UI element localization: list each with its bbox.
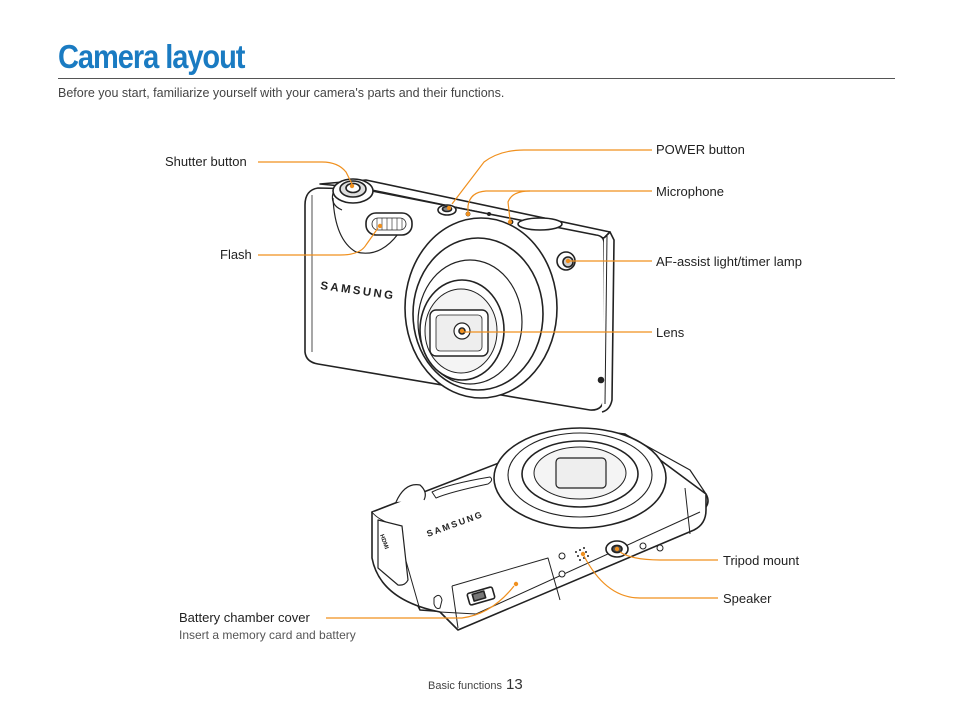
label-battery-note: Insert a memory card and battery — [179, 628, 356, 642]
label-battery-chamber-cover: Battery chamber cover — [179, 610, 310, 625]
label-power-button: POWER button — [656, 142, 745, 157]
flash-illustration — [365, 212, 413, 236]
label-flash: Flash — [220, 247, 252, 262]
label-speaker: Speaker — [723, 591, 772, 606]
page-title: Camera layout — [58, 38, 245, 75]
callout-flash — [258, 227, 379, 256]
label-af-assist-lamp: AF-assist light/timer lamp — [656, 254, 802, 269]
callout-tripod — [619, 551, 718, 561]
callout-battery — [326, 585, 515, 619]
label-tripod-mount: Tripod mount — [723, 553, 800, 568]
camera-bottom-view — [371, 427, 709, 631]
shutter-button-illustration — [331, 178, 374, 211]
lens-illustration — [404, 217, 558, 399]
callout-lines — [258, 149, 718, 619]
callout-speaker — [583, 555, 718, 599]
callout-power — [451, 149, 652, 205]
hdmi-port-label: HDMI — [378, 534, 389, 551]
speaker-illustration — [575, 547, 589, 561]
label-lens: Lens — [656, 325, 685, 340]
label-shutter-button: Shutter button — [165, 154, 247, 169]
callout-shutter — [258, 161, 353, 185]
footer-section: Basic functions — [428, 680, 502, 692]
footer-page-number: 13 — [505, 676, 523, 693]
title-divider — [58, 78, 895, 79]
page-subtitle: Before you start, familiarize yourself w… — [58, 86, 505, 100]
camera-front-view — [304, 178, 615, 413]
label-microphone: Microphone — [656, 184, 724, 199]
